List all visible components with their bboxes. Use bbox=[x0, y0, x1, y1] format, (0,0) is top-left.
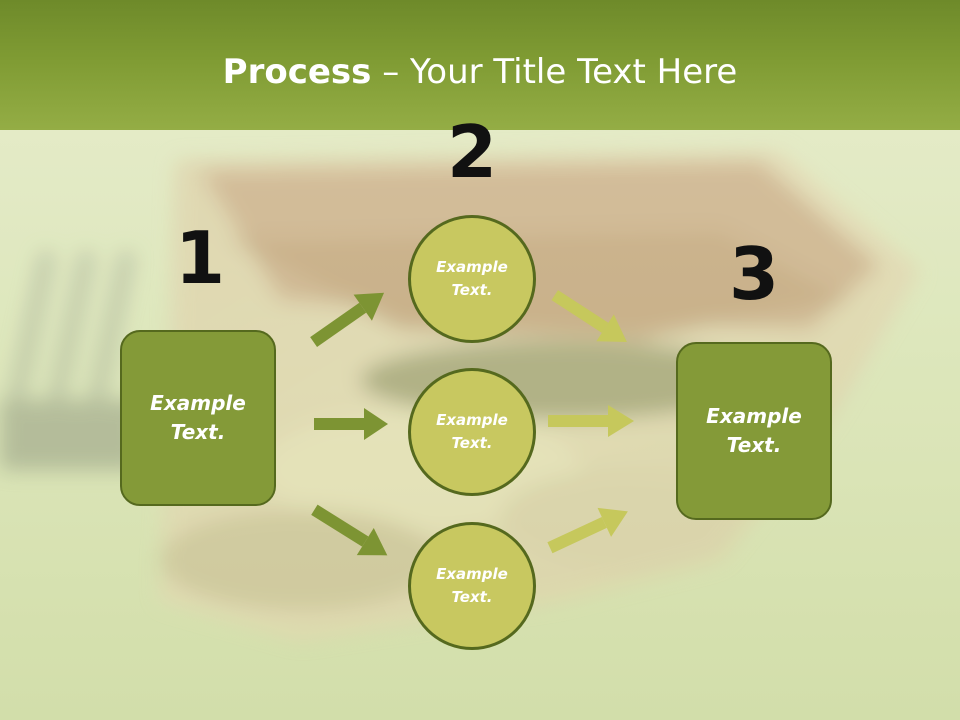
circle-middle-label: Example Text. bbox=[436, 409, 508, 455]
left-process-box[interactable]: Example Text. bbox=[120, 330, 276, 506]
circle-middle-label-line2: Text. bbox=[451, 434, 493, 452]
step-number-3: 3 bbox=[728, 232, 780, 316]
step-number-2: 2 bbox=[446, 110, 498, 194]
process-circle-bottom[interactable]: Example Text. bbox=[408, 522, 536, 650]
right-process-box[interactable]: Example Text. bbox=[676, 342, 832, 520]
left-box-label-line2: Text. bbox=[170, 420, 226, 444]
circle-bottom-label-line2: Text. bbox=[451, 588, 493, 606]
title-dash: – bbox=[371, 52, 411, 92]
step-number-1: 1 bbox=[174, 216, 226, 300]
title-rest: Your Title Text Here bbox=[410, 52, 738, 92]
right-box-label-line1: Example bbox=[706, 404, 802, 428]
right-box-label-line2: Text. bbox=[726, 433, 782, 457]
process-circle-middle[interactable]: Example Text. bbox=[408, 368, 536, 496]
circle-top-label: Example Text. bbox=[436, 256, 508, 302]
left-box-label: Example Text. bbox=[150, 389, 246, 447]
circle-bottom-label-line1: Example bbox=[436, 565, 508, 583]
right-box-label: Example Text. bbox=[706, 402, 802, 460]
left-box-label-line1: Example bbox=[150, 391, 246, 415]
circle-top-label-line2: Text. bbox=[451, 281, 493, 299]
title-band bbox=[0, 0, 960, 130]
circle-top-label-line1: Example bbox=[436, 258, 508, 276]
title-bold: Process bbox=[222, 52, 372, 92]
circle-middle-label-line1: Example bbox=[436, 411, 508, 429]
process-circle-top[interactable]: Example Text. bbox=[408, 215, 536, 343]
circle-bottom-label: Example Text. bbox=[436, 563, 508, 609]
slide-title: Process – Your Title Text Here bbox=[0, 52, 960, 92]
